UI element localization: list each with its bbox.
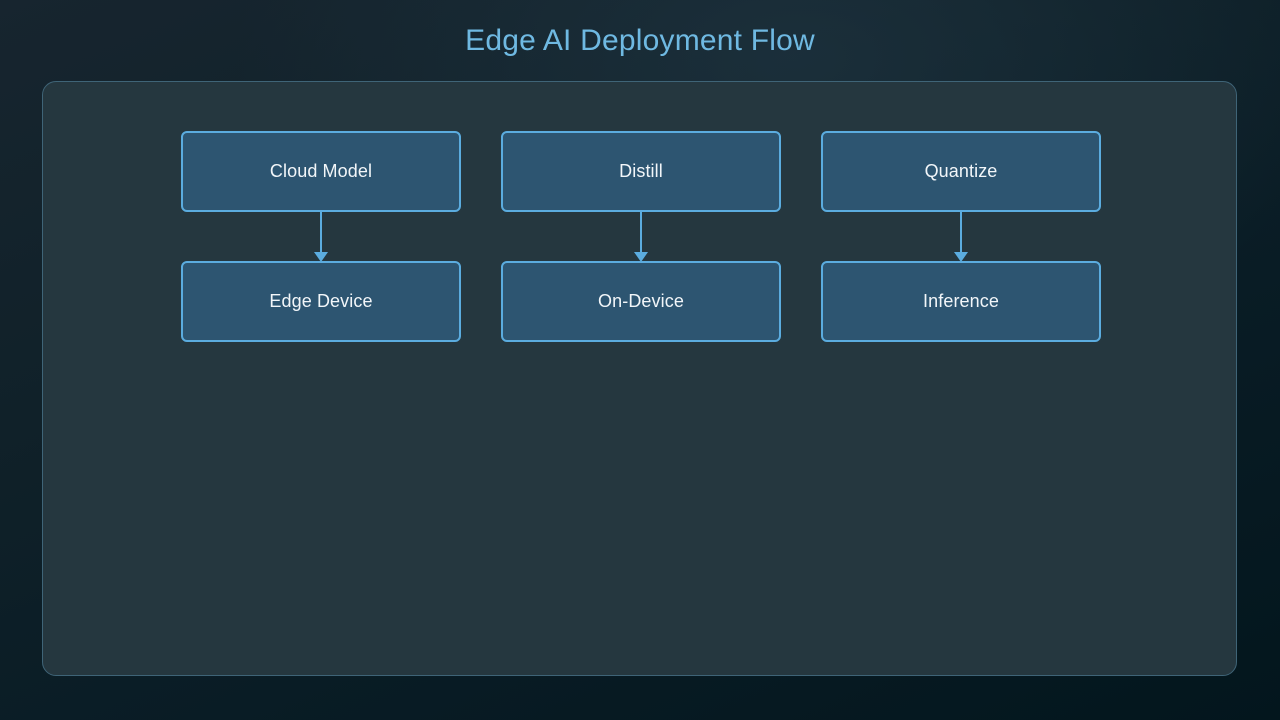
flow-node-quantize[interactable]: Quantize bbox=[821, 131, 1101, 212]
flow-node-edge-device[interactable]: Edge Device bbox=[181, 261, 461, 342]
arrow-down-icon bbox=[314, 211, 328, 262]
flow-node-on-device[interactable]: On-Device bbox=[501, 261, 781, 342]
connector-cloud-model-to-edge-device bbox=[313, 211, 329, 263]
page-title: Edge AI Deployment Flow bbox=[465, 24, 815, 57]
flow-node-distill[interactable]: Distill bbox=[501, 131, 781, 212]
connector-quantize-to-inference bbox=[953, 211, 969, 263]
flow-node-cloud-model[interactable]: Cloud Model bbox=[181, 131, 461, 212]
flow-node-label: Distill bbox=[619, 161, 663, 181]
diagram-canvas-panel: Cloud Model Distill Quantize bbox=[42, 81, 1237, 676]
arrow-down-icon bbox=[634, 211, 648, 262]
connector-distill-to-on-device bbox=[633, 211, 649, 263]
flow-node-label: Inference bbox=[923, 291, 999, 311]
flow-node-label: On-Device bbox=[598, 291, 684, 311]
arrow-down-icon bbox=[954, 211, 968, 262]
flow-node-label: Quantize bbox=[924, 161, 998, 181]
flow-node-label: Edge Device bbox=[269, 291, 373, 311]
flow-node-label: Cloud Model bbox=[269, 161, 373, 181]
flow-node-inference[interactable]: Inference bbox=[821, 261, 1101, 342]
